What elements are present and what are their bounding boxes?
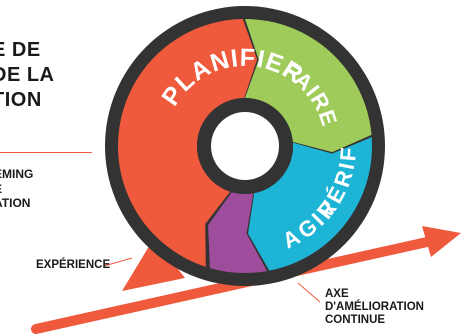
title-line: TION [0, 89, 42, 111]
subtitle: EMING E ATION [0, 167, 33, 211]
axis-label-line: D'AMÉLIORATION [325, 301, 424, 313]
axis-label-line: AXE [325, 288, 349, 300]
title-line: DE LA [0, 64, 55, 86]
segment-check [248, 137, 372, 271]
wheel-hole [211, 112, 279, 180]
pdca-wheel: PLANIFIER FAIRE AGIR VÉRIFIER [105, 6, 385, 286]
axis-leader [297, 282, 321, 303]
experience-label: EXPÉRIENCE [36, 259, 111, 271]
support-wedge [122, 238, 185, 291]
experience-leader [103, 257, 133, 267]
subtitle-line: E [0, 182, 33, 197]
subtitle-line: EMING [0, 167, 34, 181]
segment-act [208, 192, 268, 273]
segment-plan [118, 19, 258, 267]
axis-label-line: CONTINUE [325, 314, 386, 326]
divider [0, 152, 92, 153]
subtitle-line: ATION [0, 196, 31, 210]
title-line: E DE [0, 39, 41, 61]
axis-label: AXE D'AMÉLIORATION CONTINUE [325, 288, 424, 327]
page-title: E DE DE LA TION [0, 38, 55, 113]
segment-do [245, 19, 372, 153]
